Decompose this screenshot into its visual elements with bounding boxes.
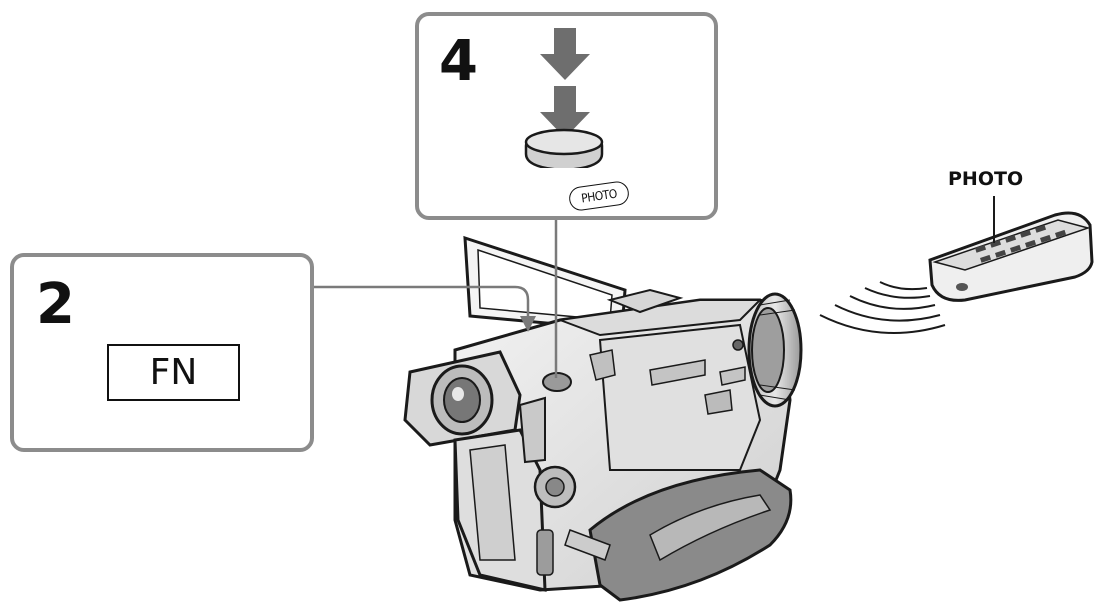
step-number-2: 2 [36, 272, 75, 337]
remote-signal-waves-icon [819, 281, 946, 334]
hand-strap [564, 468, 793, 602]
photo-button-label: PHOTO [567, 179, 631, 213]
callout-step-2: 2 FN [10, 253, 314, 452]
photo-button-closeup [524, 128, 604, 168]
fn-button-label: FN [107, 344, 240, 401]
viewfinder [403, 350, 522, 447]
photo-button-on-body [542, 349, 616, 392]
fn-leader-arrow [314, 285, 536, 332]
remote-commander [928, 196, 1094, 302]
callout-step-4: 4 PHOTO [415, 12, 718, 220]
camcorder-left-side [453, 396, 577, 592]
press-down-arrow-icon [524, 28, 604, 168]
step-number-4: 4 [439, 29, 478, 94]
remote-photo-label: PHOTO [948, 168, 1024, 190]
lcd-panel [463, 235, 627, 332]
